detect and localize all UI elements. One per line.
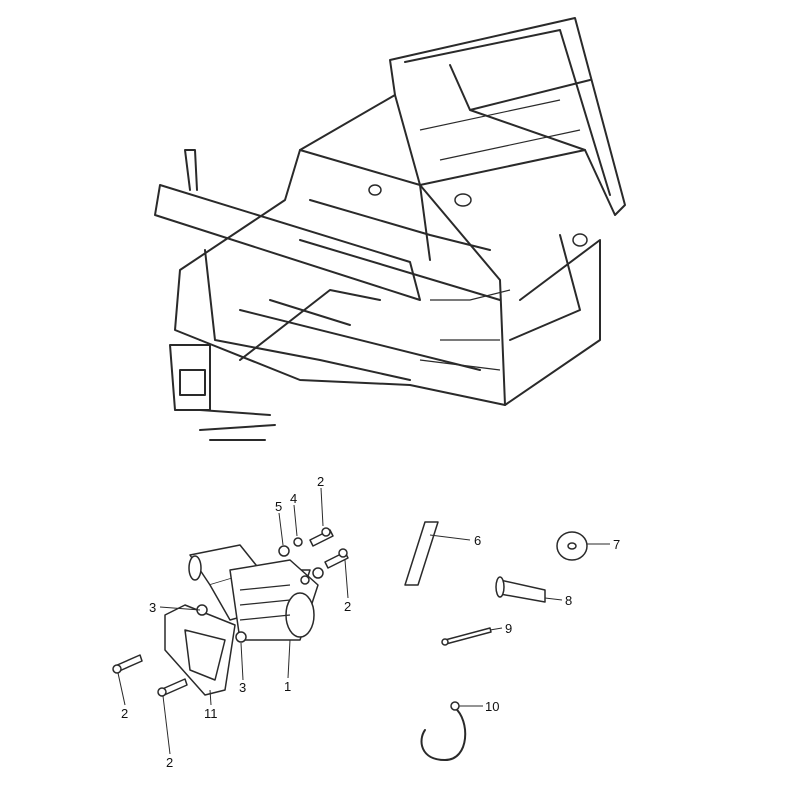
callout-9: 9 bbox=[505, 621, 512, 636]
callout-7: 7 bbox=[613, 537, 620, 552]
winch-assembly bbox=[188, 544, 319, 641]
callout-2: 2 bbox=[121, 706, 128, 721]
fasteners bbox=[112, 527, 349, 697]
callout-2: 2 bbox=[344, 599, 351, 614]
callout-4: 4 bbox=[290, 491, 297, 506]
callout-5: 5 bbox=[275, 499, 282, 514]
strap-part-6 bbox=[404, 521, 439, 586]
callout-labels: 2 4 5 2 3 3 1 2 11 2 6 7 8 9 10 bbox=[121, 474, 620, 770]
callout-8: 8 bbox=[565, 593, 572, 608]
callout-6: 6 bbox=[474, 533, 481, 548]
vehicle-frame bbox=[154, 17, 626, 441]
winch-bracket bbox=[164, 604, 236, 696]
callout-10: 10 bbox=[485, 699, 499, 714]
roller-part-7 bbox=[556, 531, 588, 561]
callout-3: 3 bbox=[149, 600, 156, 615]
callout-11: 11 bbox=[204, 706, 218, 721]
callout-2: 2 bbox=[317, 474, 324, 489]
callout-1: 1 bbox=[284, 679, 291, 694]
callout-leaders bbox=[117, 487, 610, 755]
callout-2: 2 bbox=[166, 755, 173, 770]
pin-part-8 bbox=[495, 576, 546, 603]
hook-part-10 bbox=[420, 701, 467, 761]
callout-3: 3 bbox=[239, 680, 246, 695]
cotter-pin-part-9 bbox=[441, 627, 492, 646]
